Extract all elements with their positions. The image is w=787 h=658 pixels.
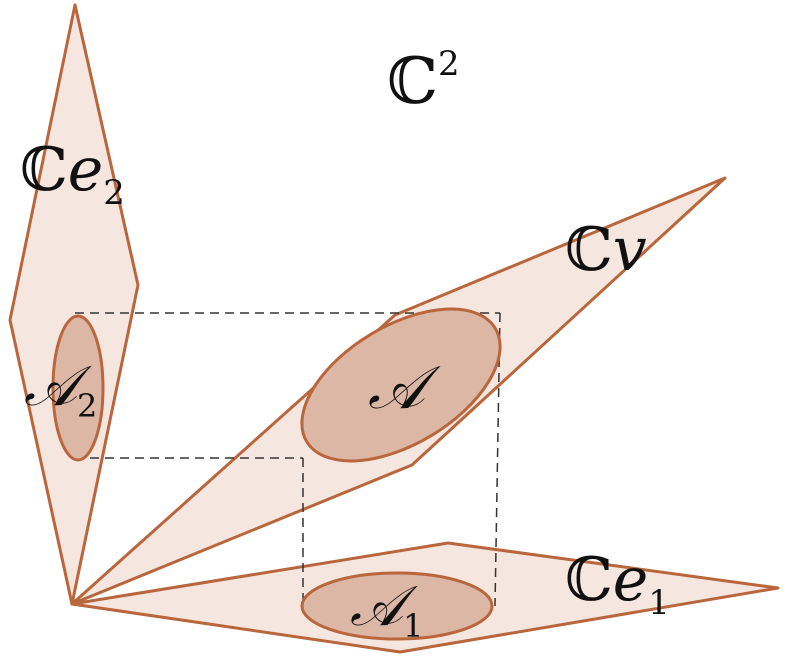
label-line-v: ℂv: [565, 215, 647, 285]
label-line-e1: ℂe1: [565, 545, 670, 623]
label-space-c2: ℂ2: [387, 44, 460, 119]
label-line-e2: ℂe2: [20, 135, 125, 213]
set-a-region: [300, 307, 502, 463]
set-a2-region: [51, 314, 105, 462]
set-a1-region: [300, 571, 494, 641]
plane-e2: [8, 3, 140, 606]
